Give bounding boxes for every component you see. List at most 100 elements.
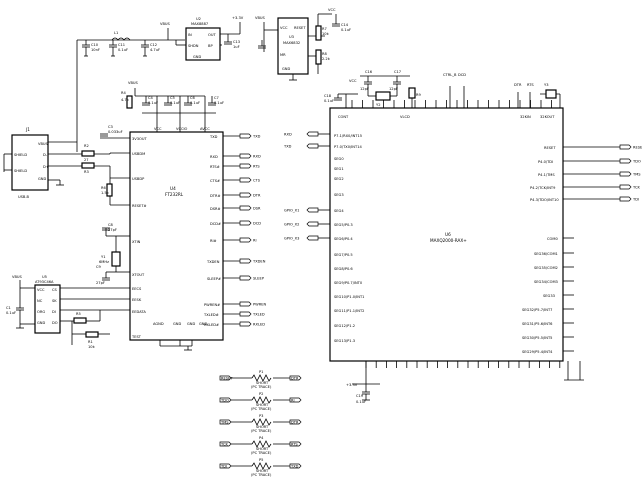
- net-flag-label: TCK: [632, 186, 640, 190]
- mcu-pin-r4: P4.3/TDO/INT10: [530, 198, 559, 202]
- c13-ref: C13: [233, 40, 240, 44]
- net-flag-txled: TXLED: [239, 311, 265, 317]
- c18-val: 0.1uF: [324, 99, 334, 103]
- usb-pin-vbus: VBUS: [38, 142, 49, 146]
- jumper-right-net: RI: [291, 398, 295, 402]
- c9-val: 27pF: [96, 281, 105, 285]
- net-flag-tms: TMS: [619, 171, 641, 177]
- net-flag-txd: TXD: [283, 143, 319, 149]
- c9-ref: C9: [96, 265, 102, 269]
- ftdi-pin-eedata: EEDATA: [132, 310, 146, 314]
- mcu-pin-l5: SEG3: [334, 193, 344, 197]
- net-flag-label: TXDEN: [252, 260, 266, 264]
- c11-val: 0.1uF: [118, 48, 128, 52]
- ldo-pin-shdn: SHDN: [188, 44, 199, 48]
- c12-ref: C12: [150, 43, 157, 47]
- net-flag-sleep: SLEEP: [239, 275, 265, 281]
- usb-pin-shield1: SHIELD: [14, 153, 27, 157]
- ftdi-pin-ri: RI#: [210, 239, 217, 243]
- eeprom-pin-di: DI: [52, 310, 56, 314]
- jumper-left-net: TDI: [220, 464, 227, 468]
- y2-ref: Y2: [376, 103, 380, 107]
- jumper-note: SHORT: [256, 469, 269, 473]
- vbus-label-eeprom: VBUS: [12, 275, 23, 279]
- usb-pin-dm: D-: [43, 153, 48, 157]
- mcu-pin-l9: SEG7/P0.5: [334, 253, 353, 257]
- mcu-u6: U6 MAXQ2000-RAX+ P7.1/RX0/INT15 P7.0/TX0…: [318, 100, 620, 368]
- mcu-pin-r11: SEG31/P5.6/INT6: [522, 322, 553, 326]
- c17-val: 12pF: [389, 87, 398, 91]
- c18-ref: C18: [324, 94, 332, 98]
- ldo-pin-in: IN: [188, 33, 192, 37]
- net-flag-label: RXD: [284, 133, 292, 137]
- mcu-pin-l3: SEG1: [334, 167, 344, 171]
- ldo-pin-gnd: GND: [193, 55, 201, 59]
- ftdi-pin-reset: RESET#: [132, 204, 147, 208]
- c4-ref: C4: [148, 96, 154, 100]
- mcu-pin-t0: CONT: [338, 115, 349, 119]
- mcu-bottom-circuit: +3.3V C19 0.1uF: [346, 361, 584, 404]
- ftdi-pin-rxled: RXLED#: [204, 323, 219, 327]
- rts-label-mcu: RTS: [527, 83, 534, 87]
- jumper-sub: (PC TRACE): [251, 429, 272, 433]
- ftdi-pin-gnd2: GND: [187, 322, 195, 326]
- ftdi-pin-gnd3: GND: [199, 322, 207, 326]
- c6-ref: C6: [190, 96, 196, 100]
- c14-ref: C14: [341, 23, 349, 27]
- net-flag-label: TXLED: [252, 313, 265, 317]
- vcc-label-mcu: VCC: [349, 79, 357, 83]
- vbus-label-u3: VBUS: [255, 16, 266, 20]
- ftdi-pin-txden: TXDEN: [206, 260, 220, 264]
- mcu-pin-32kout: 32KOUT: [540, 115, 555, 119]
- net-flags: TXDRXDRTSCTSDTRDSRDCDRITXDENSLEEPPWRENTX…: [239, 131, 642, 327]
- reset-ic-body: [277, 17, 309, 75]
- vbus-label-ftdi: VBUS: [128, 81, 139, 85]
- ftdi-pin-txd: TXD: [209, 135, 218, 139]
- eeprom-pin-do: DO: [52, 321, 58, 325]
- c11-ref: C11: [118, 43, 125, 47]
- ldo-ref: U2: [196, 17, 201, 21]
- net-flag-label: GPIO_X3: [284, 237, 299, 241]
- usb-connector-j1: J1 VBUS D- D+ GND SHIELD SHIELD USB-B: [3, 127, 110, 199]
- ftdi-pin-vcc: VCC: [154, 127, 162, 131]
- net-flag-txd: TXD: [239, 133, 261, 139]
- mcu-pin-r1: P4.0/TDI: [538, 160, 553, 164]
- net-flag-label: DTR: [253, 194, 261, 198]
- mcu-pin-r13: SEG29/P5.4/INT4: [522, 350, 553, 354]
- mcu-pin-r9: SEG33: [543, 294, 555, 298]
- ldo-body: [185, 27, 221, 61]
- mcu-pin-l2: SEG0: [334, 157, 344, 161]
- jumper-sub: (PC TRACE): [251, 407, 272, 411]
- mcu-pin-r7: SEG35/COM2: [534, 266, 558, 270]
- jumper-note: SHORT: [256, 381, 269, 385]
- mcu-pin-l11: SEG9/P0.7/INT0: [334, 281, 363, 285]
- mcu-pin-l4: SEG2: [334, 177, 344, 181]
- net-flag-label: TDO: [632, 160, 641, 164]
- ftdi-pin-3v3out: 3V3OUT: [132, 137, 147, 141]
- net-flag-tdo: TDO: [619, 158, 641, 164]
- r8-val: 2.2k: [322, 57, 331, 61]
- jumper-ref: P2: [259, 392, 263, 396]
- v33-label-mcu: +3.3V: [346, 383, 358, 387]
- jumper-sub: (PC TRACE): [251, 385, 272, 389]
- mcu-ref: U6: [445, 232, 451, 237]
- ftdi-pin-vccio: VCCIO: [176, 127, 188, 131]
- c12-val: 4.7uF: [150, 48, 160, 52]
- net-flag-txden: TXDEN: [239, 258, 266, 264]
- c13-val: 1uF: [233, 45, 240, 49]
- c3-ref: C3: [108, 125, 113, 129]
- mcu-pin-l15: SEG13/P1.3: [334, 339, 355, 343]
- c7-ref: C7: [214, 96, 219, 100]
- net-flag-label: DSR: [253, 207, 261, 211]
- ftdi-pin-usbdp: USBDP: [132, 177, 145, 181]
- usb-resistors: R2 27 R3 R6 1.5k: [81, 144, 130, 206]
- mcu-pin-l1: P7.0/TX0/INT14: [334, 145, 362, 149]
- net-flag-pwren: PWREN: [239, 301, 266, 307]
- reset-ic-ref: U3: [289, 35, 294, 39]
- r6-val: 1.5k: [101, 191, 110, 195]
- r4-ref: R4: [121, 91, 126, 95]
- jumper-sub: (PC TRACE): [251, 451, 272, 455]
- ftdi-pin-cts: CTS#: [210, 179, 220, 183]
